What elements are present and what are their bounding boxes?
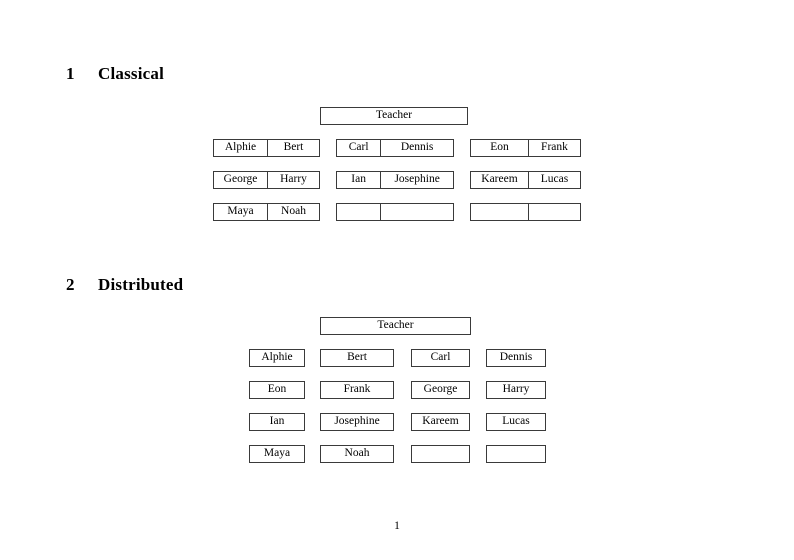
- distributed-cell[interactable]: Alphie: [249, 349, 305, 367]
- classical-cell[interactable]: Bert: [266, 140, 319, 156]
- section-number: 1: [66, 64, 75, 83]
- classical-cell[interactable]: Maya: [227, 205, 254, 218]
- section-title: Distributed: [98, 275, 184, 294]
- classical-group-2-row-2[interactable]: Ian Josephine: [336, 171, 454, 189]
- classical-cell[interactable]: Josephine: [380, 172, 453, 188]
- classical-cell[interactable]: [471, 204, 528, 220]
- distributed-cell[interactable]: Noah: [320, 445, 394, 463]
- classical-cell[interactable]: Harry: [266, 172, 319, 188]
- section-heading-distributed: 2 Distributed: [66, 275, 183, 295]
- classical-group-1-row-2[interactable]: George Harry: [213, 171, 320, 189]
- classical-group-3-row-2[interactable]: Kareem Lucas: [470, 171, 581, 189]
- classical-group-1-row-3[interactable]: Maya Noah: [213, 203, 320, 221]
- classical-cell[interactable]: Frank: [527, 140, 580, 156]
- classical-cell[interactable]: [527, 204, 580, 220]
- classical-cell[interactable]: Eon: [490, 141, 509, 154]
- distributed-cell[interactable]: Kareem: [411, 413, 470, 431]
- classical-cell[interactable]: Dennis: [380, 140, 453, 156]
- classical-cell[interactable]: [380, 204, 453, 220]
- distributed-cell[interactable]: [411, 445, 470, 463]
- classical-cell[interactable]: Noah: [266, 204, 319, 220]
- distributed-cell[interactable]: Frank: [320, 381, 394, 399]
- classical-group-2-row-1[interactable]: Carl Dennis: [336, 139, 454, 157]
- distributed-cell[interactable]: Dennis: [486, 349, 546, 367]
- distributed-cell[interactable]: Josephine: [320, 413, 394, 431]
- classical-group-2-row-3[interactable]: [336, 203, 454, 221]
- distributed-cell[interactable]: Carl: [411, 349, 470, 367]
- classical-cell[interactable]: Kareem: [481, 173, 518, 186]
- section-title: Classical: [98, 64, 165, 83]
- distributed-cell[interactable]: Ian: [249, 413, 305, 431]
- distributed-cell[interactable]: Lucas: [486, 413, 546, 431]
- section-number: 2: [66, 275, 75, 294]
- distributed-cell[interactable]: [486, 445, 546, 463]
- classical-group-3-row-3[interactable]: [470, 203, 581, 221]
- classical-cell[interactable]: [337, 204, 380, 220]
- distributed-cell[interactable]: Maya: [249, 445, 305, 463]
- classical-cell[interactable]: George: [223, 173, 258, 186]
- distributed-cell[interactable]: Eon: [249, 381, 305, 399]
- classical-group-3-row-1[interactable]: Eon Frank: [470, 139, 581, 157]
- classical-cell[interactable]: Alphie: [224, 141, 257, 154]
- page-number: 1: [394, 520, 400, 532]
- classical-group-1-row-1[interactable]: Alphie Bert: [213, 139, 320, 157]
- section-heading-classical: 1 Classical: [66, 64, 164, 84]
- classical-cell[interactable]: Ian: [351, 173, 366, 186]
- distributed-cell[interactable]: Bert: [320, 349, 394, 367]
- distributed-cell[interactable]: Harry: [486, 381, 546, 399]
- classical-cell[interactable]: Lucas: [527, 172, 580, 188]
- classical-teacher-box[interactable]: Teacher: [320, 107, 468, 125]
- distributed-teacher-box[interactable]: Teacher: [320, 317, 471, 335]
- classical-cell[interactable]: Carl: [348, 141, 369, 154]
- distributed-cell[interactable]: George: [411, 381, 470, 399]
